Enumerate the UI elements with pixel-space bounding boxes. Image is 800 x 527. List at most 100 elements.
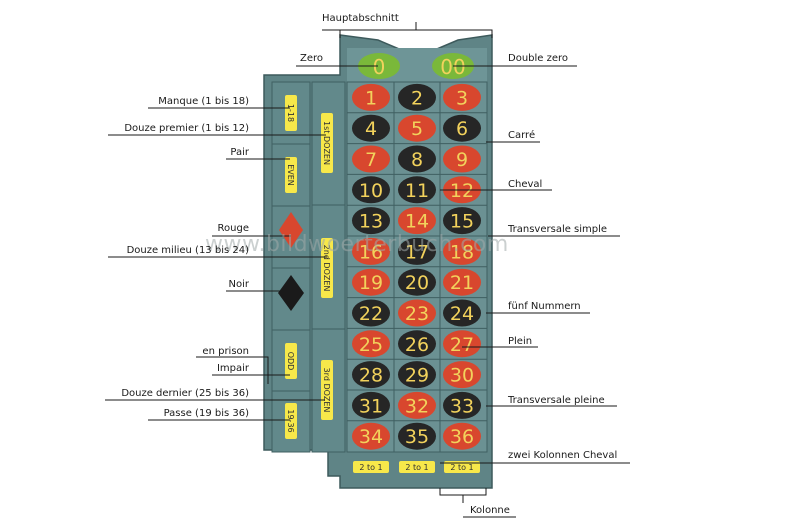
number-pocket <box>398 207 436 235</box>
number-label: 16 <box>359 241 383 263</box>
number-pocket <box>352 422 390 450</box>
label-hauptabschnitt: Hauptabschnitt <box>322 13 399 24</box>
column-badge <box>353 461 389 473</box>
number-pocket <box>352 83 390 111</box>
number-pocket <box>352 114 390 142</box>
outside-bet-label: ODD <box>286 352 295 371</box>
number-pocket <box>443 391 481 419</box>
label-en-prison: en prison <box>202 346 249 357</box>
number-label: 6 <box>456 118 468 140</box>
outside-bet-badge <box>285 95 297 131</box>
leader-lines <box>105 29 630 518</box>
number-pocket <box>352 330 390 358</box>
number-pocket <box>443 114 481 142</box>
number-label: 28 <box>359 365 383 387</box>
number-pocket <box>443 268 481 296</box>
number-label: 3 <box>456 87 468 109</box>
number-pocket <box>443 422 481 450</box>
number-label: 23 <box>405 303 429 325</box>
label-rouge: Rouge <box>217 223 249 234</box>
number-pocket <box>352 391 390 419</box>
number-label: 21 <box>450 272 474 294</box>
number-label: 34 <box>359 426 383 448</box>
label-double-zero: Double zero <box>508 53 569 64</box>
number-pocket <box>398 237 436 265</box>
number-pocket <box>398 83 436 111</box>
column-label: 2 to 1 <box>450 463 473 472</box>
label-douze-premier: Douze premier (1 bis 12) <box>124 123 249 134</box>
column-badge <box>399 461 435 473</box>
label-impair: Impair <box>216 363 249 374</box>
number-label: 31 <box>359 395 383 417</box>
outside-bet-label: EVEN <box>286 164 295 186</box>
label-douze-dernier: Douze dernier (25 bis 36) <box>121 388 249 399</box>
label-transversale-pleine: Transversale pleine <box>508 395 605 406</box>
dozen-label: 1st DOZEN <box>322 121 331 165</box>
label-zero: Zero <box>299 53 323 64</box>
number-label: 11 <box>405 180 429 202</box>
number-label: 32 <box>405 395 429 417</box>
number-label: 24 <box>450 303 474 325</box>
number-pocket <box>352 145 390 173</box>
number-label: 30 <box>450 365 474 387</box>
number-pocket <box>352 176 390 204</box>
number-label: 13 <box>359 211 383 233</box>
number-pocket <box>352 268 390 296</box>
number-pocket <box>398 176 436 204</box>
number-pocket <box>443 83 481 111</box>
outside-bet-strip <box>271 81 311 453</box>
outside-bet-badge <box>285 403 297 439</box>
number-pocket <box>352 237 390 265</box>
number-pocket <box>443 299 481 327</box>
number-label: 4 <box>365 118 377 140</box>
label-pair: Pair <box>230 147 249 158</box>
number-label: 15 <box>450 211 474 233</box>
number-label: 29 <box>405 365 429 387</box>
number-pocket <box>443 207 481 235</box>
number-label: 27 <box>450 334 474 356</box>
label-kolonne: Kolonne <box>470 505 510 516</box>
number-pocket <box>398 145 436 173</box>
column-label: 2 to 1 <box>405 463 428 472</box>
number-label: 8 <box>411 149 423 171</box>
outside-bet-badge <box>285 343 297 379</box>
number-label: 18 <box>450 241 474 263</box>
bottom-bracket <box>439 488 487 503</box>
number-label: 36 <box>450 426 474 448</box>
zero-number: 0 <box>373 55 386 79</box>
label-transversale-simple: Transversale simple <box>508 224 608 235</box>
number-label: 35 <box>405 426 429 448</box>
label-zwei-kolonnen-cheval: zwei Kolonnen Cheval <box>508 450 618 461</box>
number-pocket <box>398 299 436 327</box>
outside-bet-label: 1-18 <box>286 104 295 122</box>
outside-bet-label: 19-36 <box>286 409 295 432</box>
column-badge <box>444 461 480 473</box>
number-label: 9 <box>456 149 468 171</box>
outside-bet-badge <box>285 157 297 193</box>
number-pocket <box>443 361 481 389</box>
number-pocket <box>398 114 436 142</box>
number-label: 2 <box>411 87 423 109</box>
grid-lines <box>272 82 487 452</box>
number-pocket <box>398 268 436 296</box>
number-pocket <box>398 422 436 450</box>
zero-number: 00 <box>440 55 465 79</box>
number-label: 14 <box>405 211 429 233</box>
label-cheval: Cheval <box>508 179 543 190</box>
dozen-label: 2nd DOZEN <box>322 245 331 292</box>
zero-pocket <box>358 53 400 79</box>
dozen-badge <box>321 113 333 173</box>
label-manque: Manque (1 bis 18) <box>158 96 249 107</box>
number-pocket <box>398 361 436 389</box>
label-douze-milieu: Douze milieu (13 bis 24) <box>126 245 249 256</box>
number-label: 33 <box>450 395 474 417</box>
number-label: 20 <box>405 272 429 294</box>
number-label: 19 <box>359 272 383 294</box>
number-pocket <box>398 391 436 419</box>
rouge-diamond <box>279 212 303 248</box>
